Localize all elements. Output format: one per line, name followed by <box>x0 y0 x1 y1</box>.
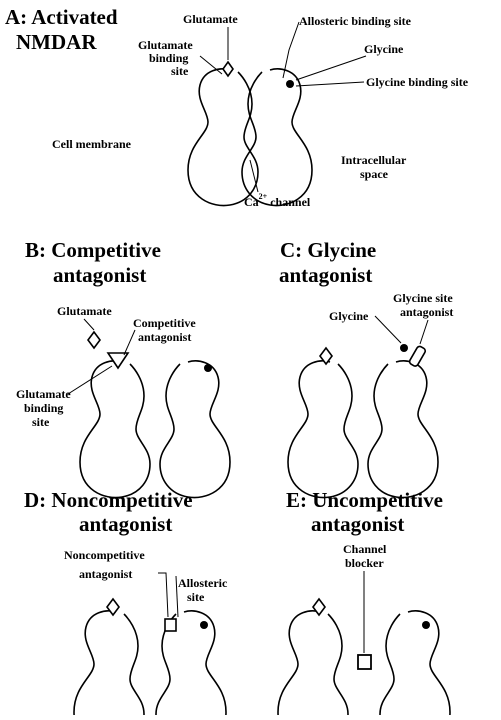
channel-blocker-label-2: blocker <box>345 556 384 570</box>
panel-b-title-line1: B: Competitive <box>25 238 161 262</box>
panel-b: B: Competitive antagonist Glutamate Comp… <box>16 238 230 498</box>
receptor-a <box>188 69 312 206</box>
intracellular-label-1: Intracellular <box>341 153 407 167</box>
competitive-leader <box>124 330 135 355</box>
panel-e-title-line2: antagonist <box>311 512 404 536</box>
glycine-label: Glycine <box>364 42 404 56</box>
receptor-right-subunit <box>242 69 312 206</box>
receptor-c <box>288 361 438 498</box>
glycine-leader <box>375 316 401 343</box>
glutamate-diamond <box>88 332 100 348</box>
allosteric-site-label: Allosteric binding site <box>299 14 412 28</box>
panel-c: C: Glycine antagonist Glycine Glycine si… <box>279 238 453 498</box>
panel-d: D: Noncompetitive antagonist Noncompetit… <box>24 488 228 715</box>
competitive-label-1: Competitive <box>133 316 196 330</box>
glycine-leader <box>296 56 366 80</box>
glycine-site-label: Glycine binding site <box>366 75 469 89</box>
noncompetitive-label-1: Noncompetitive <box>64 548 145 562</box>
glutamate-site-label-3: site <box>32 415 50 429</box>
panel-c-title-line2: antagonist <box>279 263 372 287</box>
panel-d-title-line2: antagonist <box>79 512 172 536</box>
glutamate-diamond <box>223 62 233 76</box>
glutamate-site-leader <box>68 366 112 394</box>
receptor-left-subunit <box>278 611 348 715</box>
glutamate-site-label-2: binding <box>149 51 188 65</box>
glycine-dot <box>400 344 408 352</box>
channel-blocker-label-1: Channel <box>343 542 387 556</box>
glutamate-site-label-2: binding <box>24 401 63 415</box>
glycine-dot <box>286 80 294 88</box>
glutamate-site-label-3: site <box>171 64 189 78</box>
competitive-label-2: antagonist <box>138 330 191 344</box>
panel-a-title-line2: NMDAR <box>16 30 97 54</box>
glycine-site-antagonist-leader <box>420 320 428 344</box>
glycine-site-antagonist-label-2: antagonist <box>400 305 453 319</box>
glycine-dot <box>200 621 208 629</box>
cell-membrane-label: Cell membrane <box>52 137 132 151</box>
ca-channel-label: Ca2+ channel <box>244 192 311 209</box>
noncompetitive-antagonist-block <box>165 619 176 631</box>
glycine-label: Glycine <box>329 309 369 323</box>
noncompetitive-label-2: antagonist <box>79 567 132 581</box>
receptor-right-subunit <box>380 611 450 715</box>
glycine-site-leader <box>296 82 364 86</box>
allosteric-label-1: Allosteric <box>178 576 228 590</box>
receptor-right-subunit <box>160 361 230 498</box>
panel-e: E: Uncompetitive antagonist Channel bloc… <box>278 488 450 715</box>
glutamate-site-label-1: Glutamate <box>138 38 193 52</box>
panel-a-title-line1: A: Activated <box>5 5 118 29</box>
receptor-left-subunit <box>80 361 150 498</box>
intracellular-label-2: space <box>360 167 389 181</box>
ca-base: Ca <box>244 195 259 209</box>
glycine-site-antagonist-label-1: Glycine site <box>393 291 453 305</box>
glutamate-diamond <box>313 599 325 615</box>
glutamate-leader <box>84 319 94 330</box>
panel-d-title-line1: D: Noncompetitive <box>24 488 193 512</box>
glutamate-label: Glutamate <box>57 304 112 318</box>
glutamate-diamond <box>107 599 119 615</box>
receptor-b <box>80 361 230 498</box>
receptor-left-subunit <box>288 361 358 498</box>
glutamate-site-label-1: Glutamate <box>16 387 71 401</box>
panel-e-title-line1: E: Uncompetitive <box>286 488 443 512</box>
receptor-right-subunit <box>368 361 438 498</box>
panel-c-title-line1: C: Glycine <box>280 238 376 262</box>
glycine-dot <box>422 621 430 629</box>
panel-a: A: Activated NMDAR Glutamate Glutamate b… <box>5 5 469 209</box>
receptor-left-subunit <box>188 69 258 206</box>
glutamate-label: Glutamate <box>183 12 238 26</box>
noncompetitive-leader <box>158 573 168 617</box>
ca-channel-text: channel <box>267 195 311 209</box>
channel-blocker-block <box>358 655 371 669</box>
glycine-dot <box>204 364 212 372</box>
glycine-site-antagonist-capsule <box>409 345 427 367</box>
panel-b-title-line2: antagonist <box>53 263 146 287</box>
receptor-left-subunit <box>74 611 144 715</box>
allosteric-label-2: site <box>187 590 205 604</box>
